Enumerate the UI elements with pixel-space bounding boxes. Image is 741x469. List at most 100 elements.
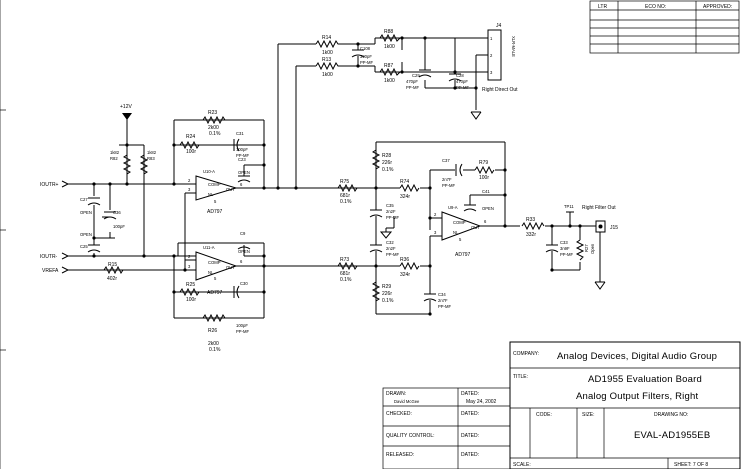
label-r73-val: 681r [340, 271, 350, 277]
label-c30-type: PP-MF [236, 329, 249, 334]
net-vrefa: VREFA [42, 268, 59, 274]
drawing-number: EVAL-AD1955EB [634, 430, 710, 441]
company-label: COMPANY: [513, 351, 539, 357]
label-r82-ref: R82 [110, 156, 118, 161]
label-r75-val: 681r [340, 193, 350, 199]
label-c32-ref: C32 [386, 240, 394, 245]
label-c35-type: PP-MF [386, 215, 399, 220]
label-r36-ref: R36 [400, 257, 409, 263]
connector-j15: J15 [595, 220, 618, 233]
resistor-r13 [315, 61, 340, 71]
ground-c35 [379, 228, 393, 239]
label-r73-ref: R73 [340, 257, 349, 263]
label-c32-val: 2n2F [386, 246, 396, 251]
u11a-pin-inv: 2 [188, 254, 191, 259]
resistor-r28 [371, 149, 381, 170]
label-r15-ref: R15 [108, 262, 117, 268]
label-r29-val: 226r [382, 291, 392, 297]
label-r83-ref: R83 [147, 156, 155, 161]
drawn-by: David McGee [394, 399, 420, 404]
drawn-dated-label: DATED: [461, 391, 479, 397]
u11a-nl: NL [208, 270, 214, 275]
label-r28-tol: 0.1% [382, 167, 394, 173]
label-c35-val: 2n2F [386, 209, 396, 214]
checked-label: CHECKED: [386, 411, 412, 417]
u10a-pin-out: 6 [240, 182, 243, 187]
u9a-pin-5: 5 [459, 237, 462, 242]
company-name: Analog Devices, Digital Audio Group [557, 351, 717, 362]
label-c41-val: OPEN [482, 206, 494, 211]
quality-dated-label: DATED: [461, 433, 479, 439]
label-c23-ref: C23 [238, 157, 246, 162]
u10a-comp: COMP [208, 182, 221, 187]
label-r24-ref: R24 [186, 134, 195, 140]
resistor-r24 [179, 140, 200, 150]
resistor-r75 [337, 183, 358, 193]
label-c31-type: PP-MF [236, 153, 249, 158]
ground-j15 [594, 281, 606, 290]
label-r79-val: 100r [479, 175, 489, 181]
net-ioutr-plus: IOUTR+ [40, 182, 59, 188]
right-direct-out-label: Right Direct Out [482, 87, 518, 93]
code-label: CODE: [536, 412, 552, 418]
label-c28-ref: C28 [456, 73, 464, 78]
released-label: RELEASED: [386, 452, 414, 458]
label-c34-ref: C34 [438, 292, 446, 297]
j4-pin2: 2 [490, 53, 493, 58]
drawing-no-label: DRAWING NO: [654, 412, 688, 418]
label-r29-ref: R29 [382, 284, 391, 290]
capacitor-c30 [233, 285, 240, 299]
label-c37-type: PP-MF [442, 183, 455, 188]
label-c33-val: 3n9F [560, 246, 570, 251]
revision-block: LTR ECO NO: APPROVED: [589, 0, 740, 54]
label-c108-val: 390pF [360, 54, 372, 59]
u11a-pin-5: 5 [214, 276, 217, 281]
label-r26-ref: R26 [208, 328, 217, 334]
j4-type: XLR-MALE [511, 36, 516, 57]
label-c31-ref: C31 [236, 131, 244, 136]
tp11-ref: TP11 [564, 204, 574, 209]
label-r27-ref: R27 [584, 244, 589, 252]
opamp-u9a: U9-A COMP OUT NL 2 3 6 5 AD797 [434, 205, 487, 258]
label-c30-val: 100pF [236, 323, 248, 328]
capacitor-c23 [237, 175, 251, 183]
label-c25-val: OPEN [80, 232, 92, 237]
label-c9-val: OPEN [238, 249, 250, 254]
u9a-pin-inv: 2 [434, 212, 437, 217]
j4-ref: J4 [496, 23, 502, 29]
label-c108-type: PP-MF [360, 60, 373, 65]
capacitor-c9 [237, 242, 251, 250]
ground-symbols [105, 111, 606, 290]
resistor-r88 [379, 33, 401, 43]
u9a-part: AD797 [455, 252, 471, 258]
drawing-title-line2: Analog Output Filters, Right [576, 391, 698, 402]
j4-pin3: 3 [490, 70, 493, 75]
capacitor-c33 [545, 244, 559, 253]
capacitor-c41 [463, 204, 477, 212]
label-c36-val: 100pF [113, 224, 125, 229]
label-r74-val: 324r [400, 194, 410, 200]
label-r27-val: Open [590, 243, 595, 254]
label-c41-ref: C41 [482, 189, 490, 194]
right-filter-out-label: Right Filter Out [582, 205, 616, 211]
label-r23-tol: 0.1% [209, 131, 221, 137]
label-r13-ref: R13 [322, 57, 331, 63]
capacitor-c31 [233, 138, 240, 152]
label-r33-val: 332r [526, 232, 536, 238]
label-r14-val: 1k00 [322, 50, 333, 56]
label-r87-val: 1k00 [384, 78, 395, 84]
ground-xlr [470, 111, 482, 120]
label-r88-val: 1k00 [384, 44, 395, 50]
u11a-pin-ninv: 3 [188, 264, 191, 269]
u10a-pin-5: 5 [214, 199, 217, 204]
label-r14-ref: R14 [322, 35, 331, 41]
label-c27-ref: C27 [80, 197, 88, 202]
u10a-ref: U10-A [203, 169, 215, 174]
junction-dots [92, 36, 582, 316]
label-r74-ref: R74 [400, 179, 409, 185]
label-c108-ref: C108 [360, 46, 371, 51]
u9a-ref: U9-A [448, 205, 458, 210]
label-c34-val: 2n7F [438, 298, 448, 303]
capacitor-c108 [351, 49, 365, 58]
